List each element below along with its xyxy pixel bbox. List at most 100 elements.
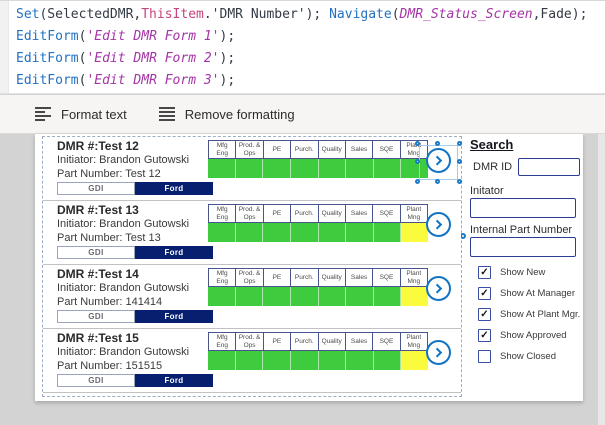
status-column-header: Quality	[317, 268, 346, 287]
initiator-text: Initiator: Brandon Gutowski	[57, 218, 190, 230]
open-record-chevron-button[interactable]	[426, 276, 451, 301]
checkbox[interactable]: ✓	[478, 287, 491, 300]
status-cell-green	[208, 287, 236, 306]
part-number-text: Part Number: Test 12	[57, 168, 161, 180]
formula-line: EditForm('Edit DMR Form 2');	[16, 51, 236, 66]
status-cell-green	[290, 287, 319, 306]
status-column-header: Prod. & Ops	[235, 332, 264, 351]
status-column-header: Plant Mng	[399, 140, 428, 159]
open-record-chevron-button[interactable]	[426, 148, 451, 173]
ford-button[interactable]: Ford	[135, 246, 213, 259]
chevron-right-icon	[432, 219, 442, 229]
status-column-header: Quality	[317, 204, 346, 223]
open-record-chevron-button[interactable]	[426, 212, 451, 237]
status-cell-yellow	[401, 223, 428, 242]
status-column-header: Plant Mng	[399, 332, 428, 351]
status-column-header: SQE	[372, 204, 401, 223]
status-cell-green	[235, 159, 264, 178]
checkbox[interactable]: ✓	[478, 266, 491, 279]
status-column-header: PE	[262, 332, 292, 351]
ford-button[interactable]: Ford	[135, 182, 213, 195]
status-column-header: PE	[262, 204, 292, 223]
status-cell-green	[318, 223, 347, 242]
checkbox[interactable]: ✓	[478, 308, 491, 321]
selection-handle[interactable]	[415, 179, 420, 184]
dmr-number-text: DMR #:Test 15	[57, 331, 139, 345]
selection-handle[interactable]	[434, 141, 440, 146]
dmr-card[interactable]: DMR #:Test 12 Initiator: Brandon Gutowsk…	[43, 137, 462, 201]
filter-checkbox-row[interactable]: ✓ Show New	[478, 266, 580, 279]
status-bar-row	[208, 351, 428, 370]
filter-checkbox-row[interactable]: ✓ Show At Manager	[478, 287, 580, 300]
selection-handle[interactable]	[457, 179, 462, 184]
checkbox-label: Show At Plant Mgr.	[500, 309, 581, 320]
customer-tag-row: GDI Ford	[57, 310, 213, 323]
status-column-header: Sales	[344, 140, 374, 159]
initator-label: Initator	[470, 185, 504, 197]
status-cell-green	[318, 159, 347, 178]
status-column-header: SQE	[372, 268, 401, 287]
customer-tag-row: GDI Ford	[57, 374, 213, 387]
selection-handle[interactable]	[457, 141, 462, 146]
status-cell-green	[373, 287, 402, 306]
status-cell-green	[263, 159, 291, 178]
status-cell-green	[401, 159, 428, 178]
status-column-header: PE	[262, 140, 292, 159]
formula-code[interactable]: Set(SelectedDMR,ThisItem.'DMR Number'); …	[16, 4, 605, 92]
dmr-id-input[interactable]	[518, 158, 581, 176]
dmr-card[interactable]: DMR #:Test 15 Initiator: Brandon Gutowsk…	[43, 329, 461, 393]
status-bar-row	[208, 159, 428, 178]
checkbox[interactable]: ✓	[478, 329, 491, 342]
remove-formatting-button[interactable]: Remove formatting	[158, 107, 295, 122]
checkbox[interactable]	[478, 350, 491, 363]
ford-button[interactable]: Ford	[135, 310, 213, 323]
customer-tag-row: GDI Ford	[57, 182, 213, 195]
status-column-header: Sales	[344, 204, 374, 223]
status-column-header: Prod. & Ops	[235, 204, 264, 223]
status-bar-row	[208, 287, 428, 306]
format-text-button[interactable]: Format text	[35, 107, 127, 122]
formula-line: EditForm('Edit DMR Form 3');	[16, 73, 236, 88]
gdi-button[interactable]: GDI	[57, 246, 135, 259]
gdi-button[interactable]: GDI	[57, 310, 135, 323]
dmr-gallery[interactable]: DMR #:Test 12 Initiator: Brandon Gutowsk…	[42, 136, 466, 397]
open-record-chevron-button[interactable]	[426, 340, 451, 365]
status-column-header: PE	[262, 268, 292, 287]
status-column-header: Quality	[317, 332, 346, 351]
filter-checkbox-row[interactable]: ✓ Show At Plant Mgr.	[478, 308, 580, 321]
status-column-header: Sales	[344, 268, 374, 287]
selection-handle[interactable]	[457, 158, 462, 164]
status-cell-green	[235, 287, 264, 306]
status-cell-green	[346, 351, 374, 370]
initator-input[interactable]	[470, 198, 576, 218]
formula-bar[interactable]: Set(SelectedDMR,ThisItem.'DMR Number'); …	[0, 0, 605, 94]
filter-checkbox-row[interactable]: Show Closed	[478, 350, 580, 363]
filter-checkbox-row[interactable]: ✓ Show Approved	[478, 329, 580, 342]
app-canvas: DMR #:Test 12 Initiator: Brandon Gutowsk…	[35, 134, 583, 401]
dmr-card[interactable]: DMR #:Test 13 Initiator: Brandon Gutowsk…	[43, 201, 461, 265]
ford-button[interactable]: Ford	[135, 374, 213, 387]
formatting-toolbar: Format text Remove formatting	[0, 95, 605, 134]
status-column-header: SQE	[372, 332, 401, 351]
dmr-number-text: DMR #:Test 13	[57, 203, 139, 217]
status-cell-green	[373, 351, 402, 370]
gallery-resize-handle[interactable]	[460, 233, 466, 239]
customer-tag-row: GDI Ford	[57, 246, 213, 259]
format-text-label: Format text	[61, 106, 127, 122]
internal-part-number-input[interactable]	[470, 237, 576, 257]
status-column-header: SQE	[372, 140, 401, 159]
chevron-right-icon	[432, 347, 442, 357]
status-column-header: Mfg Eng	[208, 204, 237, 223]
status-cell-green	[346, 287, 374, 306]
formula-bar-gutter	[0, 1, 9, 93]
gdi-button[interactable]: GDI	[57, 182, 135, 195]
selection-handle[interactable]	[434, 179, 440, 184]
gdi-button[interactable]: GDI	[57, 374, 135, 387]
dmr-card[interactable]: DMR #:Test 14 Initiator: Brandon Gutowsk…	[43, 265, 461, 329]
status-cell-green	[235, 351, 264, 370]
